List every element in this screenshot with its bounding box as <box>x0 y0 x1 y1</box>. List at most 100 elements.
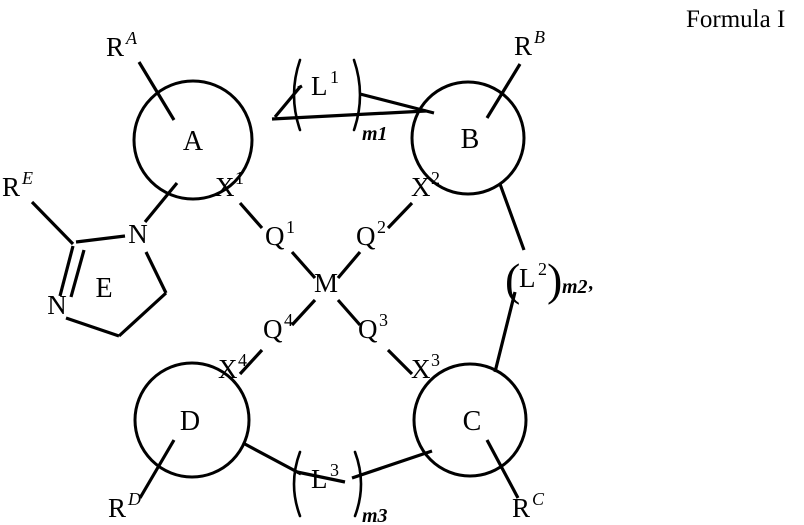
rc-base: R <box>512 493 530 523</box>
l1-paren-close <box>352 58 362 132</box>
l1-subscript: m1 <box>362 123 388 145</box>
bond-rb-to-ringb <box>485 63 522 119</box>
x3-base: X <box>411 354 431 384</box>
substituent-rc: R C <box>512 489 545 523</box>
q3-base: Q <box>358 314 378 344</box>
substituent-re: R E <box>2 168 33 202</box>
l3-superscript: 3 <box>330 460 339 480</box>
bond-e-n1-c5 <box>144 251 168 294</box>
x2-superscript: 2 <box>431 168 440 188</box>
rd-base: R <box>108 493 126 523</box>
x4-superscript: 4 <box>238 350 247 370</box>
donor-q1: Q 1 <box>265 217 295 251</box>
linker-l2: ( L 2 ) m2 , <box>505 254 594 305</box>
rb-superscript: B <box>534 27 545 47</box>
bond-l2-to-ringc <box>493 291 517 373</box>
ring-a-circle <box>132 79 254 201</box>
x1-superscript: 1 <box>235 168 244 188</box>
l1-paren-open <box>292 58 302 132</box>
ra-base: R <box>106 32 124 62</box>
bond-m-q4 <box>290 298 317 327</box>
bond-rc-to-ringc <box>485 439 520 499</box>
ring-c-label: C <box>463 406 482 437</box>
formula-title: Formula I <box>686 6 785 33</box>
ring-b-label: B <box>461 124 480 155</box>
attachment-x4: X 4 <box>218 350 247 384</box>
l2-subscript: m2 <box>562 276 588 298</box>
bond-re-to-ringe <box>30 200 75 246</box>
q1-superscript: 1 <box>286 217 295 237</box>
attachment-x1: X 1 <box>215 168 244 202</box>
ring-c-circle <box>412 362 528 478</box>
linker-l3: L 3 <box>311 460 339 494</box>
q4-superscript: 4 <box>284 310 293 330</box>
donor-q3: Q 3 <box>358 310 388 344</box>
substituent-rd: R D <box>108 489 141 523</box>
q2-base: Q <box>356 221 376 251</box>
bond-q2-x2 <box>386 201 414 230</box>
rc-superscript: C <box>532 489 545 509</box>
l2-superscript: 2 <box>538 259 547 279</box>
center-metal-label: M <box>314 268 338 298</box>
rb-base: R <box>514 31 532 61</box>
x1-base: X <box>215 172 235 202</box>
bond-l1-to-ringb <box>359 92 435 115</box>
l3-paren-close <box>353 450 363 518</box>
ring-e-nitrogen-2: N <box>47 290 67 320</box>
bond-q4-x4 <box>238 348 264 376</box>
bond-m-q2 <box>336 250 362 280</box>
q4-base: Q <box>263 314 283 344</box>
linker-l1: L 1 <box>311 67 339 101</box>
l2-base: L <box>519 263 536 293</box>
x2-base: X <box>411 172 431 202</box>
bond-l3-chain <box>296 470 346 484</box>
l1-superscript: 1 <box>330 67 339 87</box>
bond-q1-x1 <box>238 201 264 230</box>
donor-q2: Q 2 <box>356 217 386 251</box>
bond-ringb-to-l2 <box>498 183 526 251</box>
bond-ringe-n1-to-ringa <box>143 181 179 224</box>
bond-m-q1 <box>290 250 317 280</box>
q2-superscript: 2 <box>377 217 386 237</box>
ring-e-label: E <box>95 273 112 304</box>
ring-e-nitrogen-1: N <box>128 219 148 249</box>
q3-superscript: 3 <box>379 310 388 330</box>
bond-ringd-to-l3 <box>242 441 302 476</box>
bond-m-q3 <box>336 298 362 327</box>
bond-e-c2-n3-outer <box>58 245 75 297</box>
donor-q4: Q 4 <box>263 310 293 344</box>
substituent-ra: R A <box>106 28 138 62</box>
re-superscript: E <box>21 168 33 188</box>
x4-base: X <box>218 354 238 384</box>
l3-subscript: m3 <box>362 505 388 525</box>
bond-e-c2-n1 <box>75 234 126 244</box>
x3-superscript: 3 <box>431 350 440 370</box>
l3-base: L <box>311 464 328 494</box>
bond-e-c5-c4 <box>117 291 168 338</box>
ra-superscript: A <box>125 28 138 48</box>
bond-q3-x3 <box>386 348 414 376</box>
bond-e-c2-n3-inner <box>69 249 86 298</box>
l2-trailing-comma: , <box>588 272 594 294</box>
bond-ra-to-ringa <box>137 61 176 121</box>
attachment-x3: X 3 <box>411 350 440 384</box>
l2-paren-close: ) <box>547 254 562 305</box>
l2-paren-open: ( <box>505 254 520 305</box>
rd-superscript: D <box>127 489 141 509</box>
bond-l1-stub-left <box>297 84 303 90</box>
l3-paren-open <box>292 450 302 518</box>
l1-base: L <box>311 71 328 101</box>
bond-ringa-to-l1 <box>273 85 302 119</box>
attachment-x2: X 2 <box>411 168 440 202</box>
bond-l3-to-ringc <box>351 449 433 480</box>
re-base: R <box>2 172 20 202</box>
ring-d-circle <box>133 361 251 479</box>
ring-d-label: D <box>180 406 200 437</box>
bond-rd-to-ringd <box>138 439 176 499</box>
substituent-rb: R B <box>514 27 545 61</box>
bond-e-c4-n3 <box>65 316 120 338</box>
ring-a-label: A <box>183 126 204 157</box>
q1-base: Q <box>265 221 285 251</box>
